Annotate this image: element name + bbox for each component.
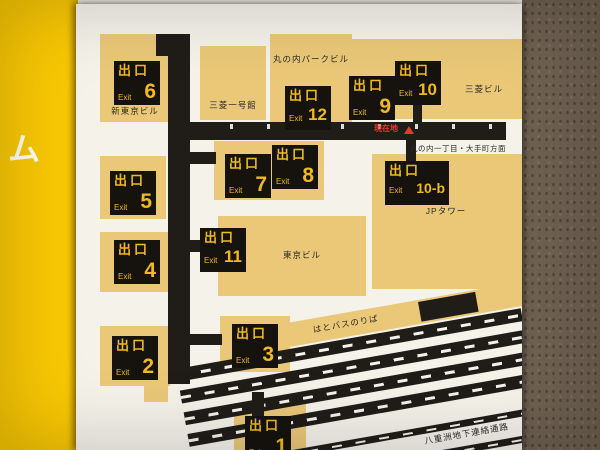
exit-number: 2 (142, 355, 154, 378)
exit-en-label: Exit (289, 114, 303, 123)
exit-box-6: 出口 Exit 6 (114, 61, 160, 105)
exit-box-10: 出口 Exit 10 (395, 61, 441, 105)
exit-box-3: 出口 Exit 3 (232, 324, 278, 368)
exit-en-label: Exit (389, 186, 403, 195)
exit-box-5: 出口 Exit 5 (110, 171, 156, 215)
exit-jp-label: 出口 (229, 156, 262, 171)
road-stub-exit11 (190, 240, 202, 252)
exit-number: 10-b (416, 180, 445, 196)
exit-number: 12 (308, 105, 327, 124)
exit-en-label: Exit (118, 93, 132, 102)
exit-en-label: Exit (116, 368, 130, 377)
exit-jp-label: 出口 (389, 163, 422, 178)
exit-number: 6 (144, 80, 156, 103)
exit-en-label: Exit (114, 203, 128, 212)
exit-box-12: 出口 Exit 12 (285, 86, 331, 130)
exit-box-7: 出口 Exit 7 (225, 154, 271, 198)
exit-en-label: Exit (229, 186, 243, 195)
partial-sign-character: ム (8, 131, 41, 167)
road-vertical-main (168, 34, 190, 384)
exit-jp-label: 出口 (114, 173, 147, 188)
exit-jp-label: 出口 (249, 418, 282, 433)
exit-jp-label: 出口 (276, 147, 309, 162)
yellow-sign-edge: ム (0, 0, 78, 450)
wall-background (522, 0, 600, 450)
exit-jp-label: 出口 (204, 230, 237, 245)
exit-en-label: Exit (249, 449, 262, 450)
exit-box-8: 出口 Exit 8 (272, 145, 318, 189)
building-label-tokyo: 東京ビル (282, 250, 321, 260)
exit-number: 8 (302, 164, 314, 187)
exit-box-9: 出口 Exit 9 (349, 76, 395, 120)
exit-map-panel: 丸の内パークビル 新東京ビル 三菱一号館 三菱ビル JPタワー 東京ビル はとバ… (76, 4, 522, 450)
exit-jp-label: 出口 (236, 326, 269, 341)
current-location-marker (404, 126, 414, 134)
exit-number: 5 (140, 190, 152, 213)
exit-jp-label: 出口 (118, 63, 151, 78)
building-label-marunouchi-park: 丸の内パークビル (272, 54, 349, 64)
exit-number: 3 (262, 343, 274, 366)
exit-box-4: 出口 Exit 4 (114, 240, 160, 284)
road-stub-exit10 (413, 103, 422, 122)
exit-jp-label: 出口 (399, 63, 432, 78)
building-label-jp-tower: JPタワー (425, 206, 467, 216)
road-horizontal-main (190, 122, 506, 140)
building-label-mitsubishi-ichigokan: 三菱一号館 (209, 100, 257, 110)
exit-number: 7 (255, 173, 267, 196)
exit-jp-label: 出口 (353, 78, 386, 93)
exit-en-label: Exit (118, 272, 132, 281)
exit-number: 11 (224, 247, 242, 266)
exit-box-11: 出口 Exit 11 (200, 228, 246, 272)
exit-number: 4 (144, 259, 156, 282)
exit-box-10b: 出口 Exit 10-b (385, 161, 449, 205)
exit-jp-label: 出口 (118, 242, 151, 257)
exit-en-label: Exit (399, 89, 413, 98)
exit-number: 9 (379, 95, 391, 118)
direction-label: 丸の内一丁目・大手町方面 (410, 144, 506, 153)
exit-number: 1 (275, 435, 287, 450)
building-label-shin-tokyo: 新東京ビル (111, 106, 159, 116)
exit-en-label: Exit (276, 177, 290, 186)
road-stub-exit7 (190, 152, 216, 164)
exit-box-2: 出口 Exit 2 (112, 336, 158, 380)
exit-box-1: 出口 Exit 1 (245, 416, 291, 450)
current-location-label: 現在地 (374, 124, 398, 133)
exit-en-label: Exit (236, 356, 250, 365)
exit-jp-label: 出口 (289, 88, 322, 103)
building-label-mitsubishi: 三菱ビル (464, 84, 503, 94)
exit-en-label: Exit (353, 108, 367, 117)
road-stub-exit10b (406, 140, 416, 162)
road-stub-exit3 (190, 334, 222, 345)
exit-number: 10 (418, 80, 437, 99)
building-mitsubishi-ichigokan (200, 46, 266, 120)
exit-en-label: Exit (204, 256, 218, 265)
road-stub-exit1 (252, 392, 264, 418)
exit-jp-label: 出口 (116, 338, 149, 353)
